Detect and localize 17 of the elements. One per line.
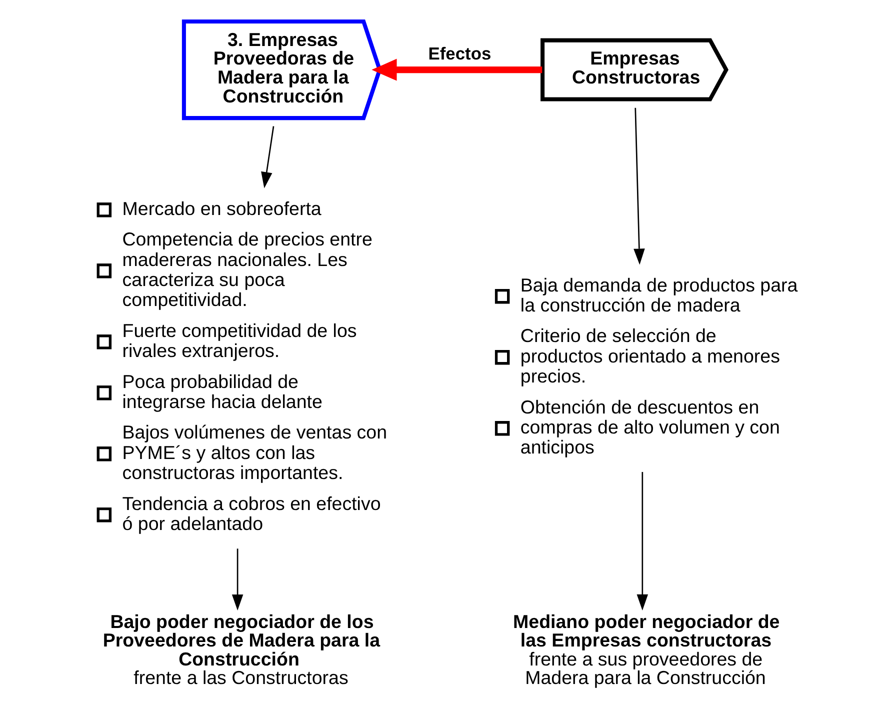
node-label: Tendencia a cobros en efectivo ó por adelantado [122,492,381,534]
arrow [261,126,274,188]
arrow [636,472,648,610]
node-label: Competencia de precios entre madereras nacionales. Les caracteriza su poca competitividad. [122,228,372,310]
arrow [232,548,244,611]
node-text: Bajo poder negociador de los Proveedores de Madera para la Construcción frente a las Constructoras [102,610,380,688]
arrow [634,108,645,265]
node-label: Bajos volúmenes de ventas con PYME´s y altos con las constructoras importantes. [122,422,388,483]
node-text: Mediano poder negociador de las Empresas constructoras frente a sus proveedores de Madera para la Construcción [513,610,780,688]
edge-label: Efectos [428,44,492,64]
node-label: Criterio de selección de productos orientado a menores precios. [520,325,780,386]
node-label: Mercado en sobreoferta [122,198,322,219]
node-label: Fuerte competitividad de los rivales extranjeros. [122,320,357,361]
node-label: Poca probabilidad de integrarse hacia delante [122,370,322,412]
node-label: Obtención de descuentos en compras de alto volumen y con anticipos [520,396,780,458]
arrow [372,58,542,81]
node-label: Baja demanda de productos para la construcción de madera [520,274,798,316]
